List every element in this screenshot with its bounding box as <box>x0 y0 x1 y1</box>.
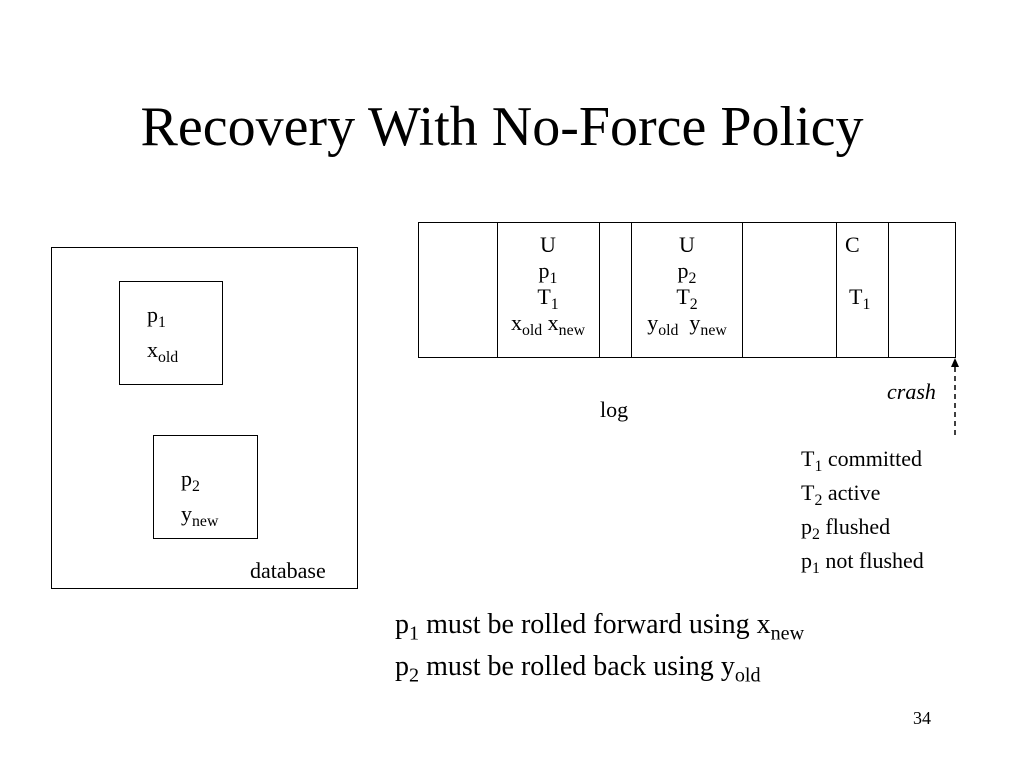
log-divider <box>888 223 889 357</box>
page-p2-var: y <box>181 501 192 526</box>
log-record-txn: T2 <box>676 284 698 314</box>
page-p2-label: p2 <box>181 466 200 496</box>
log-record-values: xold xnew <box>510 310 586 340</box>
log-divider <box>742 223 743 357</box>
log-label: log <box>600 397 629 422</box>
conclusions: p1 must be rolled forward using xnew p2 … <box>395 606 804 690</box>
page-p2-name: p <box>181 466 192 491</box>
conclusion-line: p1 must be rolled forward using xnew <box>395 609 805 645</box>
log-record-update-1: U p1 T1 xold xnew <box>498 223 598 357</box>
crash-arrowhead-icon <box>951 358 959 367</box>
page-p2-var-sub: new <box>192 513 219 531</box>
log-record-spacer <box>837 258 888 284</box>
log-divider <box>599 223 600 357</box>
log-record-type: U <box>679 232 695 257</box>
state-note: p1 not flushed <box>801 548 924 578</box>
log-divider <box>497 223 498 357</box>
log-record-txn: T1 <box>537 284 559 314</box>
database-box: p1 xold p2 ynew database <box>51 247 358 589</box>
log-record-type: C <box>845 232 860 257</box>
log-record-type: U <box>540 232 556 257</box>
database-label: database <box>250 558 326 583</box>
page-p2-name-sub: 2 <box>192 478 200 496</box>
crash-marker <box>951 358 959 437</box>
slide-title: Recovery With No-Force Policy <box>140 96 864 158</box>
log-divider <box>631 223 632 357</box>
page-p1-name: p <box>147 302 158 327</box>
state-notes: T1 committed T2 active p2 flushed p1 not… <box>801 446 924 582</box>
log-divider <box>836 223 837 357</box>
page-number: 34 <box>913 708 931 728</box>
page-p1-label: p1 <box>147 302 166 332</box>
page-p1-value: xold <box>147 337 179 367</box>
log-record-update-2: U p2 T2 yold ynew <box>632 223 742 357</box>
page-p1-var: x <box>147 337 158 362</box>
log-record-values: yold ynew <box>647 310 727 340</box>
state-note: T2 active <box>801 480 881 510</box>
page-p2-box: p2 ynew <box>153 435 258 539</box>
conclusion-line: p2 must be rolled back using yold <box>395 651 761 687</box>
log-record-commit: C T1 <box>837 223 888 357</box>
log-record-page: p2 <box>677 258 697 288</box>
log-strip: U p1 T1 xold xnew U p2 T2 yold ynew C T1 <box>418 222 956 358</box>
page-p1-name-sub: 1 <box>158 314 166 332</box>
crash-label: crash <box>887 379 936 404</box>
page-p1-box: p1 xold <box>119 281 223 385</box>
log-record-page: p1 <box>538 258 558 288</box>
state-note: T1 committed <box>801 446 922 476</box>
state-note: p2 flushed <box>801 514 891 544</box>
page-p1-var-sub: old <box>158 349 179 367</box>
page-p2-value: ynew <box>181 501 219 531</box>
log-record-txn: T1 <box>849 284 871 314</box>
